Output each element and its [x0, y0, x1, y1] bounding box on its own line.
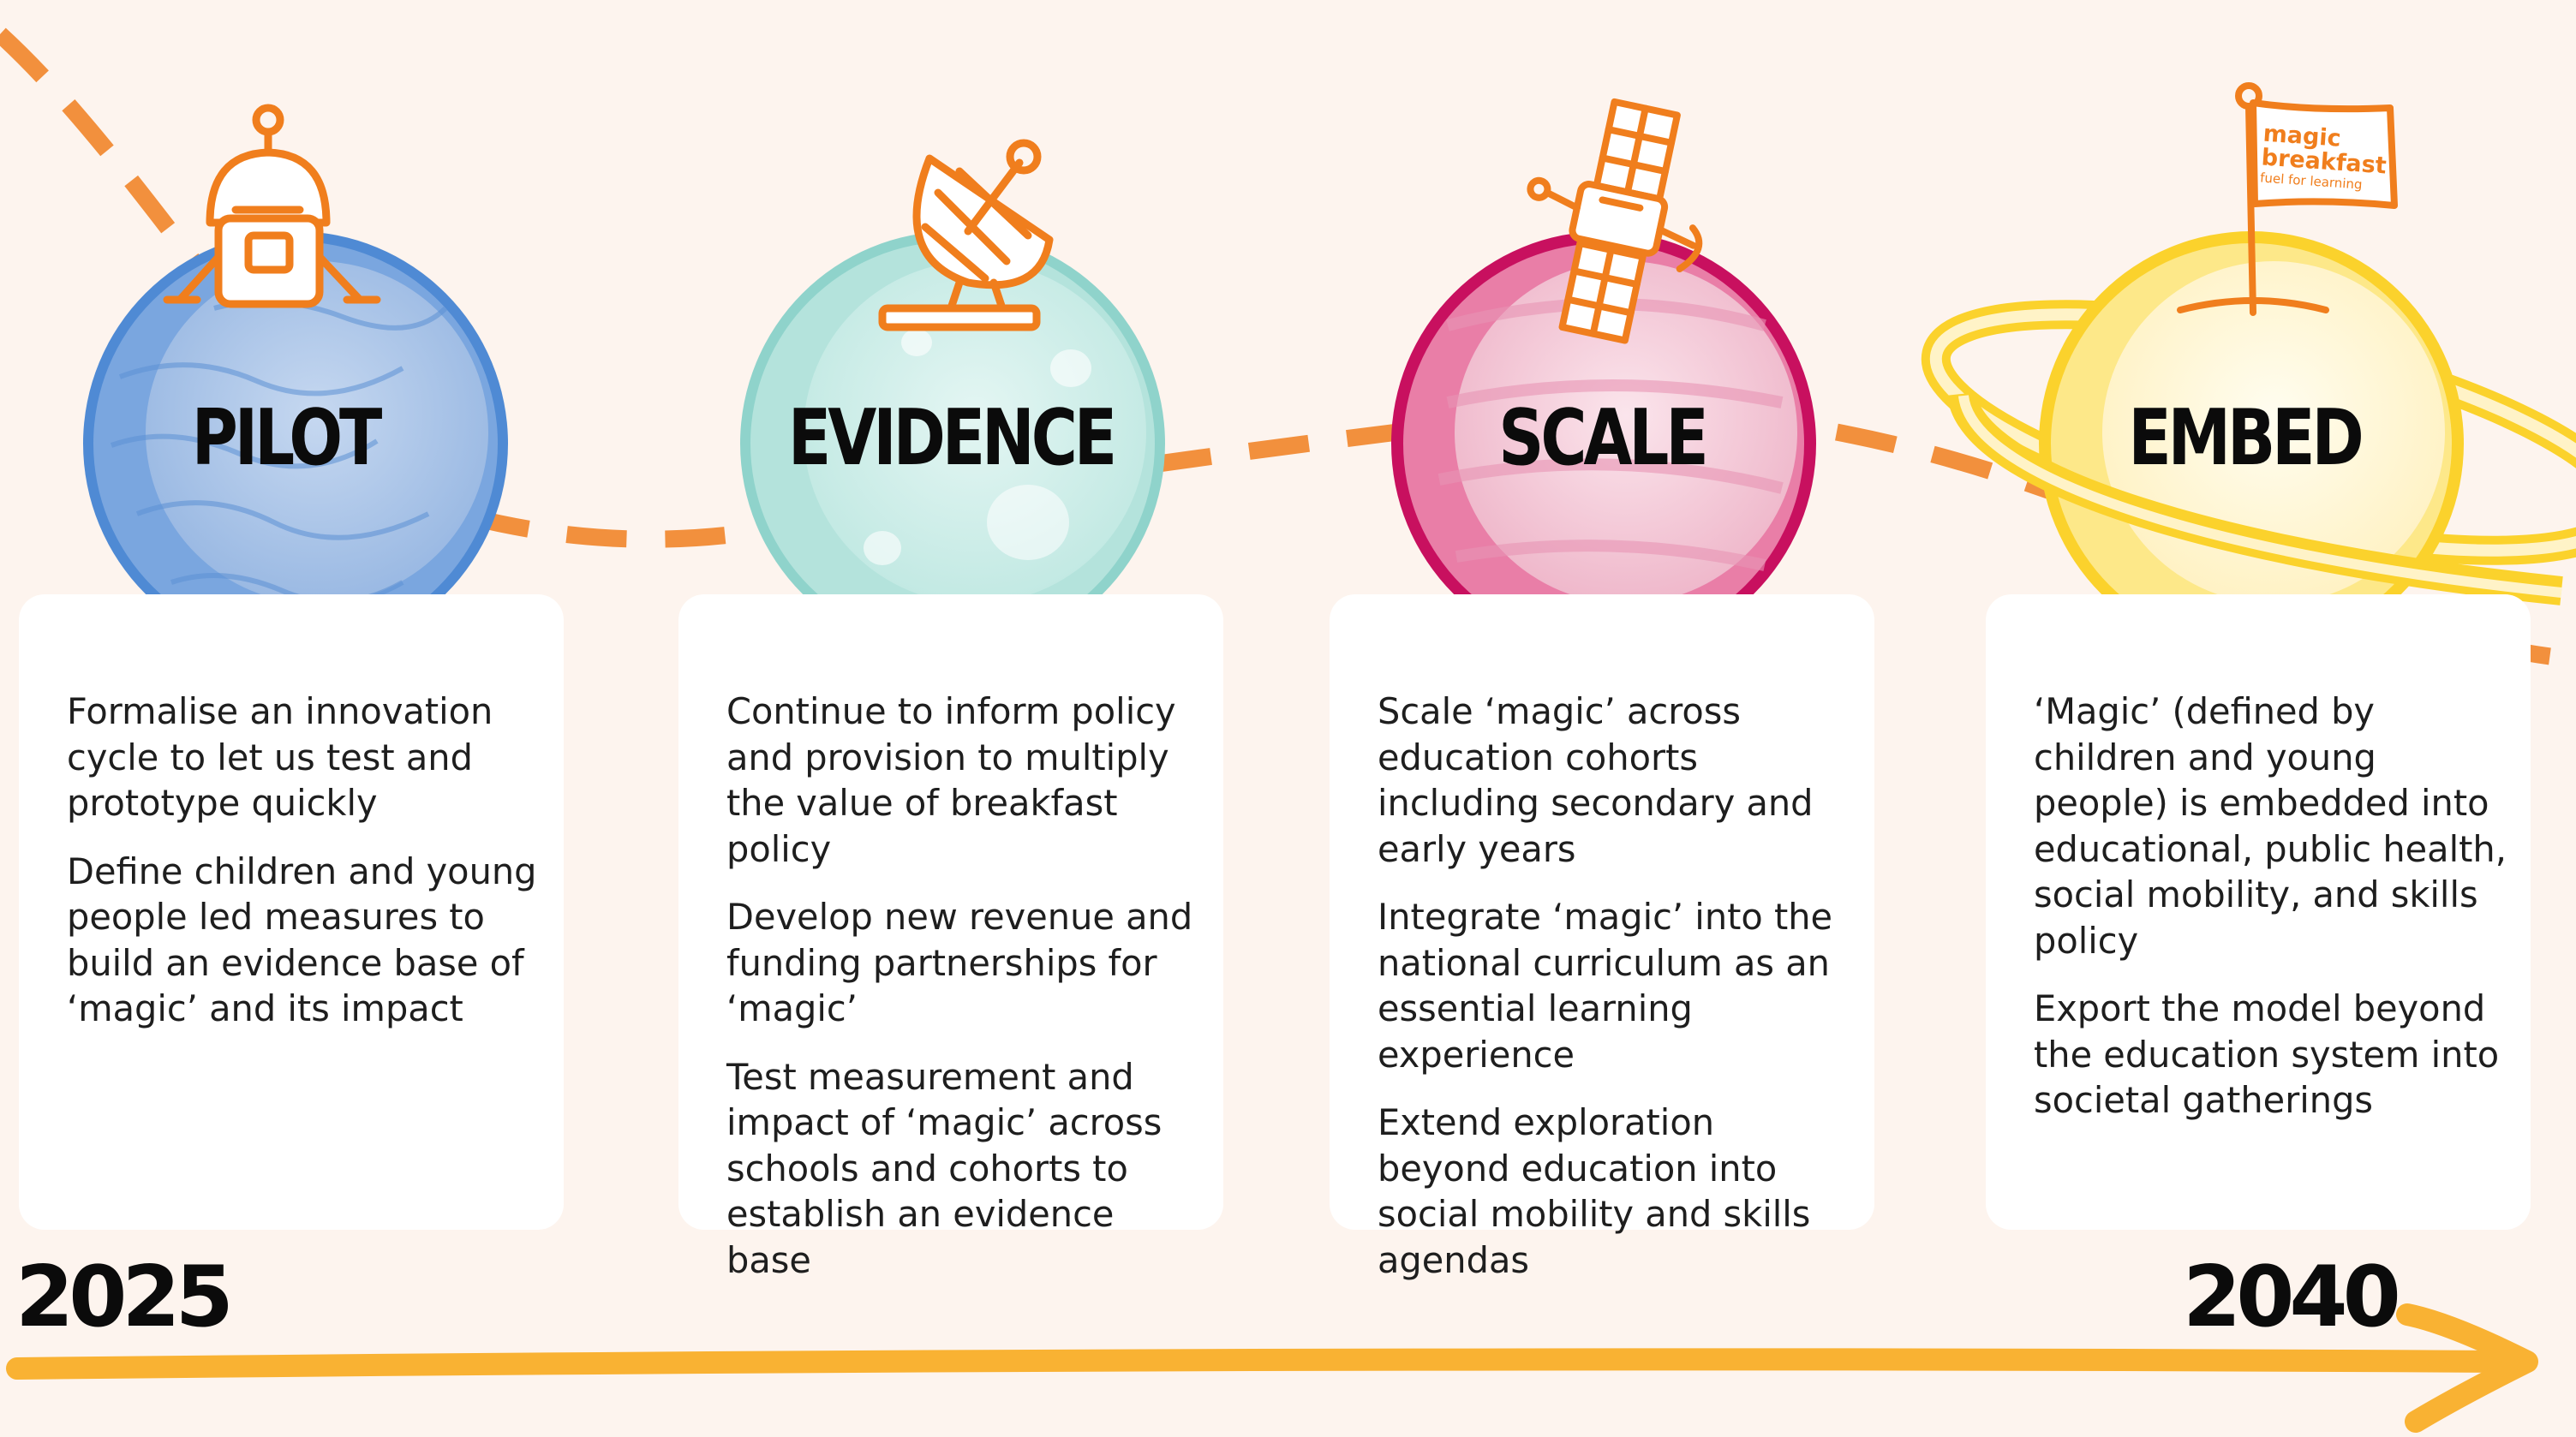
flag-logo: magic breakfast fuel for learning: [2260, 121, 2401, 195]
card-paragraph: Continue to inform policy and provision …: [726, 690, 1176, 870]
satellite-dish-icon: [878, 139, 1054, 331]
satellite-icon: [1527, 98, 1703, 344]
start-year: 2025: [15, 1249, 234, 1346]
card-embed: ‘Magic’ (defined by children and young p…: [1986, 594, 2531, 1230]
planet-scale: [1391, 231, 1816, 656]
end-year: 2040: [2183, 1249, 2401, 1346]
stage-title-embed: EMBED: [2128, 393, 2364, 483]
card-paragraph: Test measurement and impact of ‘magic’ a…: [726, 1055, 1162, 1281]
card-paragraph: Scale ‘magic’ across education cohorts i…: [1378, 690, 1814, 870]
stage-title-scale: SCALE: [1498, 393, 1708, 483]
card-scale: Scale ‘magic’ across education cohorts i…: [1330, 594, 1874, 1281]
flag-icon: [2177, 82, 2398, 316]
planet-pilot: [83, 231, 508, 656]
card-evidence: Continue to inform policy and provision …: [678, 594, 1223, 1281]
planet-evidence: [740, 231, 1165, 656]
card-paragraph: Formalise an innovation cycle to let us …: [67, 690, 493, 824]
card-paragraph: Develop new revenue and funding partners…: [726, 896, 1193, 1029]
stage-title-pilot: PILOT: [191, 393, 383, 483]
timeline-arrowhead: [2396, 1303, 2538, 1433]
card-paragraph: Define children and young people led mea…: [67, 850, 537, 1030]
stage-title-evidence: EVIDENCE: [787, 393, 1117, 483]
card-paragraph: Integrate ‘magic’ into the national curr…: [1378, 896, 1833, 1076]
card-paragraph: Export the model beyond the education sy…: [2034, 987, 2500, 1121]
timeline-arrow: [6, 1348, 2521, 1380]
card-pilot: Formalise an innovation cycle to let us …: [19, 594, 564, 1230]
lunar-lander-icon: [163, 104, 381, 308]
card-paragraph: Extend exploration beyond education into…: [1378, 1101, 1811, 1281]
card-paragraph: ‘Magic’ (defined by children and young p…: [2034, 690, 2507, 962]
